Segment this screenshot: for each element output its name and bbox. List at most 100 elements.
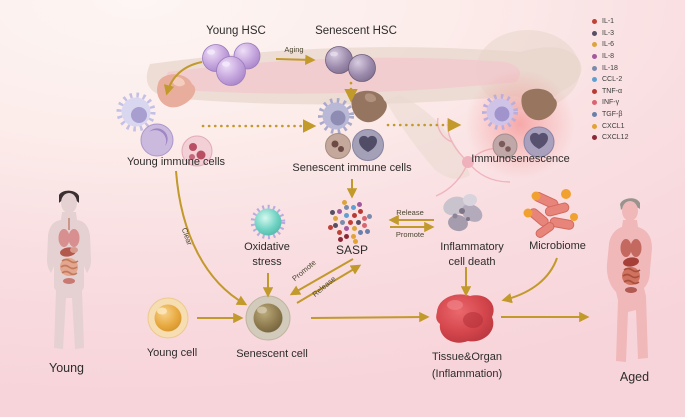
- arrow-aging: [275, 54, 316, 65]
- legend-label: IL-6: [602, 41, 615, 49]
- legend-label: CXCL12: [602, 134, 629, 142]
- legend-item: CXCL12: [592, 132, 628, 144]
- microbiome-label: Microbiome: [529, 240, 586, 252]
- young-hsc-cells: [202, 42, 261, 86]
- senescent-cell-graphic: [245, 295, 291, 341]
- sasp-dot: [347, 219, 353, 225]
- sasp-dot: [367, 213, 373, 219]
- tissue-organ-graphic: [436, 294, 494, 343]
- legend-label: CXCL1: [602, 122, 625, 130]
- legend-item: IL-1: [592, 16, 628, 28]
- legend-label: IL-8: [602, 53, 615, 61]
- oxidative-stress-line2: stress: [252, 256, 282, 268]
- legend-item: TGF-β: [592, 109, 628, 121]
- senescent-hsc-cells: [325, 46, 376, 82]
- aged-person-label: Aged: [619, 370, 650, 384]
- arrow-microbiome-to-tissue: [501, 257, 558, 304]
- arrow-promote-diagonal: [289, 258, 354, 296]
- legend-item: IL-6: [592, 39, 628, 51]
- inflammatory-line2: cell death: [448, 256, 496, 268]
- sasp-dot: [353, 239, 359, 245]
- senescent-cell-label: Senescent cell: [236, 348, 308, 360]
- sasp-dot: [336, 208, 342, 214]
- promote-horizontal-edge-label: Promote: [395, 230, 425, 239]
- legend-dot: [592, 30, 597, 36]
- legend-dot: [592, 135, 597, 141]
- legend-label: INF-γ: [602, 99, 620, 107]
- immunosenescence-graphic: [465, 69, 575, 179]
- legend-dot: [592, 42, 597, 48]
- sasp-dot: [351, 212, 357, 218]
- legend-item: CCL-2: [592, 74, 628, 86]
- inflammatory-cell-death-label: Inflammatory cell death: [410, 240, 534, 270]
- senescent-immune-cells-label: Senescent immune cells: [292, 162, 412, 174]
- young-immune-cells-label: Young immune cells: [126, 156, 226, 168]
- sasp-dot: [329, 209, 335, 215]
- arrow-senescent-cell-to-tissue: [310, 311, 430, 323]
- tissue-organ-label: Tissue&Organ (Inflammation): [400, 349, 534, 383]
- oxidative-stress-label: Oxidative stress: [223, 240, 311, 270]
- young-immune-cells-graphic: [116, 74, 213, 167]
- sasp-dot: [365, 229, 371, 235]
- senescent-hsc-label: Senescent HSC: [315, 25, 397, 37]
- legend-dot: [592, 100, 597, 106]
- sasp-dot: [351, 226, 357, 232]
- sasp-dot: [351, 233, 357, 239]
- legend-dot: [592, 54, 597, 60]
- inflammatory-cell-death-graphic: [443, 194, 483, 232]
- release-horizontal-edge-label: Release: [396, 208, 424, 217]
- sasp-dot: [361, 215, 367, 221]
- sasp-dot: [357, 201, 363, 207]
- sasp-dot: [351, 205, 357, 210]
- sasp-dot: [337, 237, 343, 243]
- legend-dot: [592, 112, 597, 118]
- legend-dot: [592, 77, 597, 83]
- microbiome-graphic: [523, 189, 578, 238]
- sasp-dot: [336, 230, 342, 236]
- tissue-line2: (Inflammation): [431, 368, 503, 380]
- aging-edge-label: Aging: [284, 45, 304, 54]
- arrow-release-diagonal: [296, 264, 362, 304]
- young-cell-label: Young cell: [146, 347, 198, 359]
- sasp-dot: [327, 225, 333, 231]
- sasp-dot: [361, 223, 367, 229]
- sasp-dot: [333, 223, 339, 229]
- sasp-dot: [341, 199, 347, 205]
- oxidative-stress-line1: Oxidative: [244, 241, 290, 253]
- sasp-dot: [358, 230, 364, 236]
- inflammatory-line1: Inflammatory: [440, 241, 504, 253]
- immunosenescence-label: Immunosenescence: [471, 153, 570, 165]
- legend-dot: [592, 65, 597, 71]
- legend-label: TGF-β: [602, 111, 623, 119]
- arrow-hsc-to-young-immune: [163, 61, 203, 96]
- sasp-dot: [355, 219, 361, 225]
- young-person-figure: [47, 190, 91, 349]
- legend-dot: [592, 88, 597, 94]
- sasp-dot: [333, 215, 338, 221]
- arrow-clear: [175, 170, 248, 306]
- young-person-label: Young: [49, 361, 84, 375]
- legend-label: CCL-2: [602, 76, 623, 84]
- young-hsc-label: Young HSC: [206, 25, 266, 37]
- sasp-label: SASP: [335, 243, 368, 257]
- legend-item: IL-18: [592, 62, 628, 74]
- sasp-dot: [343, 226, 349, 232]
- sasp-dot: [343, 233, 349, 239]
- legend-label: TNF-α: [602, 87, 622, 95]
- legend-label: IL-3: [602, 29, 615, 37]
- sasp-dot: [339, 219, 345, 225]
- sasp-dot: [343, 212, 349, 218]
- legend-label: IL-18: [602, 64, 618, 72]
- sasp-dot: [343, 205, 349, 211]
- legend-dot: [592, 19, 597, 25]
- sasp-dot: [358, 208, 364, 214]
- tissue-line1: Tissue&Organ: [432, 351, 502, 363]
- legend-item: TNF-α: [592, 86, 628, 98]
- neuron-graphic: [435, 117, 511, 197]
- sasp-dots: [327, 199, 373, 245]
- legend-label: IL-1: [602, 18, 615, 26]
